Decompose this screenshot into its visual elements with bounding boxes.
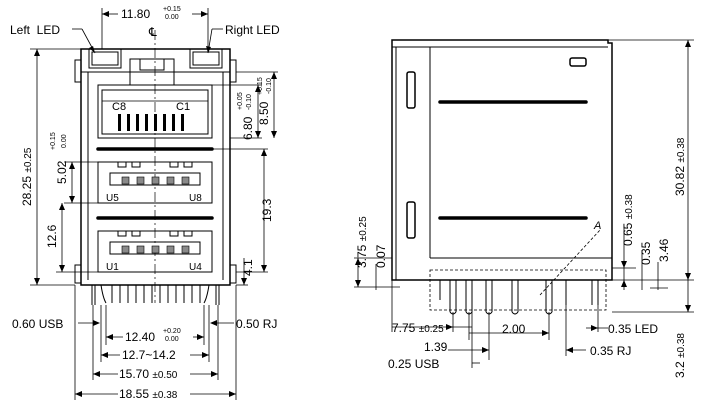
dim-11-80-tol-plus: +0.15 — [163, 6, 181, 13]
dim-15-70-label: 15.70 ±0.50 — [119, 367, 178, 381]
dim-5-02-tol-plus: +0.15 — [50, 132, 57, 150]
left-led-window — [88, 48, 122, 69]
usb-lower-latches — [117, 230, 193, 237]
right-led-label: Right LED — [225, 23, 280, 37]
dim-0-35-led-label: 0.35 LED — [608, 322, 658, 336]
right-led-lens — [192, 51, 220, 66]
pin-rj-width-label: 0.50 RJ — [236, 317, 277, 331]
side-window-upper — [406, 71, 416, 109]
dim-11-80-label: 11.80 — [121, 7, 150, 21]
dim-6-80-tol-minus: -0.10 — [246, 94, 253, 110]
dim-18-55-label: 18.55 ±0.38 — [119, 387, 178, 401]
dim-5-02-label: 5.02 — [55, 160, 69, 184]
pin-usb-width-label: 0.60 USB — [12, 317, 63, 331]
dim-8-50-tol-plus: +0.15 — [257, 77, 264, 95]
dim-7-75-label: 7.75 ±0.25 — [392, 321, 444, 335]
front-bottom-pins — [91, 284, 220, 305]
pin-c1-label: C1 — [176, 101, 190, 113]
usb-lower-tongue — [109, 241, 201, 255]
dim-0-25-usb-label: 0.25 USB — [388, 357, 439, 371]
dim-3-2-label: 3.2 ±0.38 — [673, 333, 687, 378]
dim-12-6-label: 12.6 — [45, 224, 59, 248]
rj45-opening — [97, 84, 213, 139]
usb-lower-opening — [97, 230, 213, 273]
dim-6-80-label: 6.80 — [241, 116, 255, 140]
dim-3-46-label: 3.46 — [657, 238, 671, 262]
dim-12-7-label: 12.7~14.2 — [122, 348, 176, 362]
rj45-inner-cavity — [101, 89, 209, 135]
dim-1-39-label: 1.39 — [424, 340, 448, 354]
dim-8-50-tol-minus: -0.10 — [266, 78, 273, 94]
centerline-symbol: ℄ — [148, 25, 157, 39]
port-u4-label: U4 — [189, 262, 202, 273]
side-latch-slot — [569, 57, 587, 67]
right-side-tab-lower — [229, 264, 237, 284]
left-led-lens — [91, 51, 119, 66]
dim-8-50-label: 8.50 — [257, 101, 271, 125]
right-led-window — [189, 48, 223, 69]
front-housing-outline — [80, 48, 231, 286]
usb-lower-contacts — [121, 245, 190, 254]
pin-c8-label: C8 — [112, 101, 126, 113]
port-u8-label: U8 — [189, 193, 202, 204]
port-u5-label: U5 — [106, 193, 119, 204]
left-side-tab-upper — [74, 59, 82, 83]
pcb-outline-dashed — [429, 269, 607, 311]
dim-6-80-tol-plus: +0.05 — [237, 92, 244, 110]
dim-2-00-label: 2.00 — [502, 322, 526, 336]
dim-12-40-label: 12.40 — [125, 330, 155, 344]
dim-0-35-label: 0.35 — [639, 241, 653, 265]
usb-upper-contacts — [121, 176, 190, 185]
usb-upper-tongue — [109, 172, 201, 186]
rj45-contacts — [118, 114, 184, 131]
section-line — [539, 229, 601, 296]
side-window-lower — [406, 201, 416, 239]
dim-0-65-label: 0.65 ±0.38 — [621, 194, 635, 246]
dim-30-82-label: 30.82 ±0.38 — [673, 137, 687, 196]
dim-12-40-tol-plus: +0.20 — [163, 328, 181, 335]
dim-5-02-tol-minus: 0.00 — [61, 134, 68, 148]
dim-28-25-label: 28.25 ±0.25 — [20, 147, 34, 206]
usb-upper-latches — [117, 161, 193, 168]
side-pins — [439, 280, 599, 315]
dim-3-75-label: 3.75 ±0.25 — [355, 216, 369, 268]
front-view: 11.80 +0.15 0.00 ℄ Left LED Right LED C8… — [10, 6, 280, 401]
dim-4-1-label: 4.1 — [241, 259, 255, 276]
left-side-tab-lower — [74, 264, 82, 284]
side-view: A 30.82 ±0.38 — [354, 39, 694, 378]
dim-0-07-label: 0.07 — [374, 244, 388, 268]
right-side-tab-upper — [229, 59, 237, 83]
dim-19-3-label: 19.3 — [260, 198, 274, 222]
left-led-label: Left LED — [10, 23, 60, 37]
dim-0-35-rj-label: 0.35 RJ — [590, 344, 631, 358]
port-u1-label: U1 — [106, 262, 119, 273]
section-mark-label: A — [593, 220, 601, 232]
dim-12-40-tol-minus: 0.00 — [165, 336, 179, 343]
rj45-latch-tab — [139, 58, 165, 71]
usb-upper-opening — [97, 161, 213, 204]
dim-11-80-tol-minus: 0.00 — [165, 14, 179, 21]
side-housing-outline — [391, 39, 613, 281]
